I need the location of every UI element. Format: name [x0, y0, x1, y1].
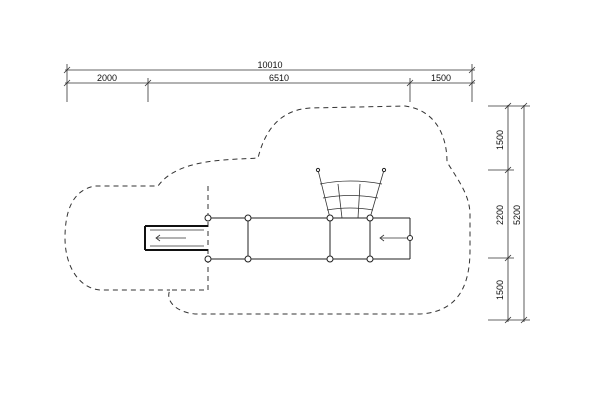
dim-top-right: 1500	[431, 73, 451, 83]
dim-right-middle: 2200	[495, 205, 505, 225]
dim-right-top: 1500	[495, 130, 505, 150]
dim-top-total: 10010	[257, 60, 282, 70]
slide	[144, 225, 208, 251]
post	[407, 235, 413, 241]
post	[204, 255, 212, 263]
dim-top-middle: 6510	[269, 73, 289, 83]
post	[366, 255, 374, 263]
post	[204, 214, 212, 222]
safety-zone-outline	[64, 105, 471, 315]
deck-frame	[208, 217, 411, 260]
top-dimension-chain: 10010 2000 6510 1500	[63, 60, 476, 102]
post	[326, 255, 334, 263]
post	[244, 255, 252, 263]
dim-top-left: 2000	[97, 73, 117, 83]
post	[366, 214, 374, 222]
right-dimension-chain: 1500 2200 1500 5200	[488, 102, 530, 324]
climbing-net	[315, 167, 387, 219]
dim-right-bottom: 1500	[495, 280, 505, 300]
entry-direction-arrow	[379, 234, 410, 242]
dim-right-total: 5200	[512, 205, 522, 225]
posts	[204, 214, 413, 263]
post	[326, 214, 334, 222]
post	[244, 214, 252, 222]
slide-direction-arrow	[155, 234, 186, 242]
